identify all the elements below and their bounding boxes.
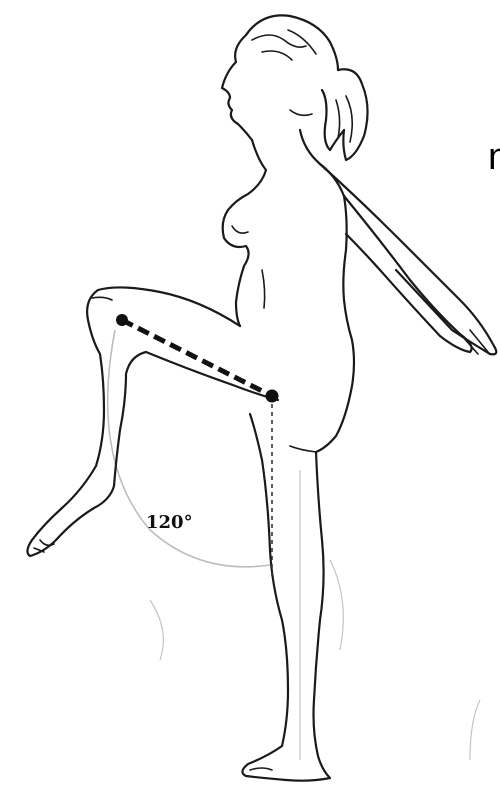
knee-joint-dot	[116, 314, 128, 326]
thigh-axis-line	[122, 320, 272, 396]
arms	[320, 164, 496, 354]
standing-leg	[242, 386, 352, 781]
angle-label: 120°	[146, 512, 193, 533]
hip-joint-dot	[266, 390, 279, 403]
head	[222, 15, 368, 160]
background-marks	[150, 470, 480, 760]
torso	[223, 130, 354, 386]
